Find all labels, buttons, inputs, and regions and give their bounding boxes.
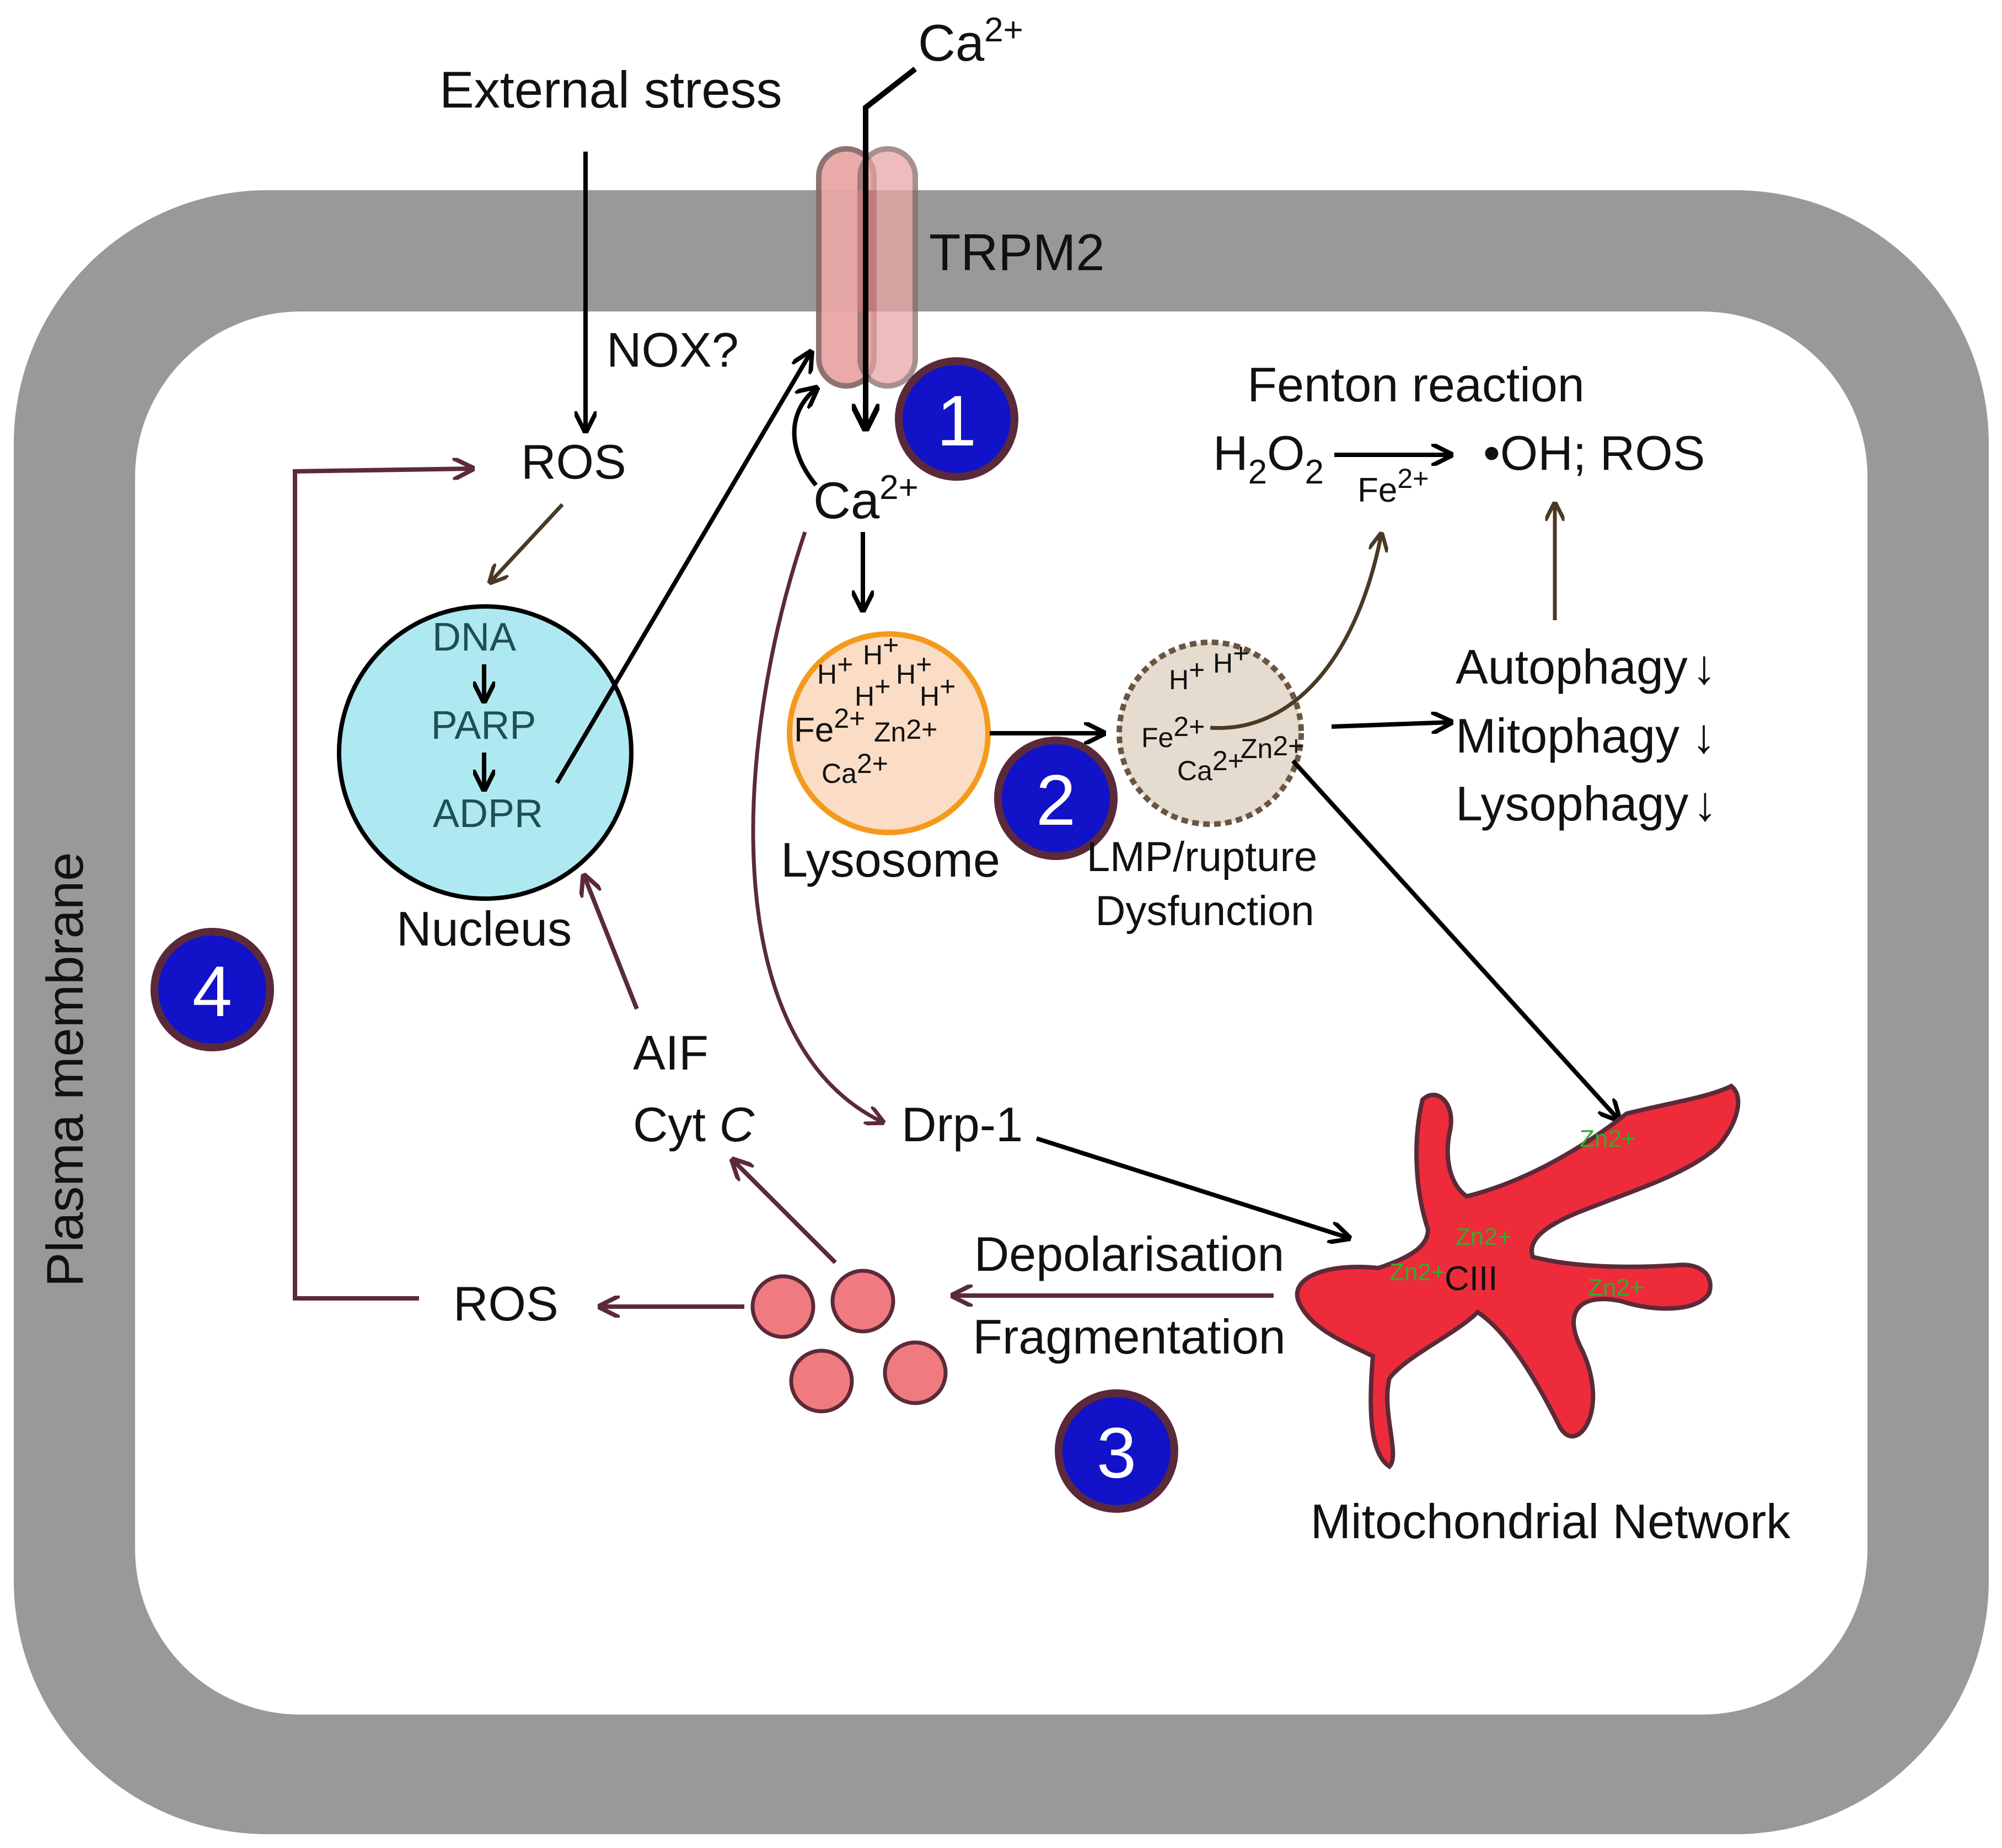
- fe-to-fenton-arrow: [1210, 535, 1381, 730]
- fenton-product-label: •OH; ROS: [1483, 426, 1705, 480]
- ca-inflow-arrow: [866, 67, 917, 427]
- lysosome-label: Lysosome: [781, 832, 1000, 887]
- fragments-to-cytc-arrow: [733, 1161, 837, 1264]
- dysfunction-label: Dysfunction: [1095, 888, 1314, 934]
- svg-text:2: 2: [1036, 760, 1076, 840]
- svg-text:Zn2+: Zn2+: [1241, 730, 1304, 764]
- plasma-membrane-label: Plasma membrane: [36, 852, 94, 1287]
- lysosome-ions: H+ H+ H+ H+ H+ Fe2+ Zn2+ Ca2+: [794, 630, 956, 789]
- mito-network-label: Mitochondrial Network: [1311, 1494, 1791, 1549]
- mitophagy-label: Mitophagy↓: [1456, 708, 1716, 763]
- badge-1: 1: [895, 357, 1018, 481]
- damaged-lysosome: [1117, 640, 1304, 827]
- ros-feedback-loop: [293, 469, 471, 1301]
- ca-extracellular-label: Ca2+: [918, 11, 1023, 72]
- fenton-fe-label: Fe2+: [1357, 463, 1429, 509]
- lysosome: [787, 631, 991, 835]
- depolarisation-label: Depolarisation: [974, 1227, 1285, 1281]
- svg-text:H+: H+: [920, 671, 956, 712]
- ros-to-nucleus-arrow: [491, 503, 564, 582]
- lysophagy-label: Lysophagy↓: [1456, 776, 1717, 831]
- damaged-lysosome-ions: H+ H+ Fe2+ Zn2+ Ca2+: [1141, 638, 1304, 786]
- trpm2-label: TRPM2: [929, 223, 1105, 281]
- drp1-to-mito-arrow: [1035, 1136, 1348, 1238]
- ca-cytosolic-label: Ca2+: [813, 469, 919, 529]
- svg-text:Zn2+: Zn2+: [1588, 1274, 1644, 1301]
- svg-text:H+: H+: [817, 649, 853, 690]
- svg-text:H+: H+: [896, 649, 932, 690]
- ca-feedback-arrow: [792, 389, 816, 487]
- fenton-title: Fenton reaction: [1247, 357, 1585, 412]
- svg-text:Zn2+: Zn2+: [874, 714, 937, 748]
- svg-text:H+: H+: [1169, 654, 1205, 695]
- badge-3: 3: [1055, 1389, 1178, 1513]
- badge-2: 2: [994, 737, 1118, 860]
- mitochondrial-network: [1295, 1083, 1741, 1470]
- svg-text:Ca2+: Ca2+: [822, 748, 888, 789]
- ciii-label: CIII: [1445, 1260, 1498, 1298]
- aif-to-nucleus-arrow: [584, 877, 639, 1010]
- nucleus-parp-label: PARP: [431, 703, 536, 748]
- mito-fragments: [750, 1269, 948, 1414]
- badge-4: 4: [151, 928, 274, 1051]
- nucleus-label: Nucleus: [396, 901, 572, 956]
- phagy-list: Autophagy↓ Mitophagy↓ Lysophagy↓: [1456, 640, 1717, 831]
- external-stress-label: External stress: [439, 61, 782, 119]
- svg-text:Ca2+: Ca2+: [1177, 745, 1244, 786]
- damaged-to-phagy-arrow: [1331, 722, 1450, 727]
- svg-text:Zn2+: Zn2+: [1389, 1259, 1446, 1286]
- zn-to-mito-arrow: [1291, 759, 1618, 1119]
- nucleus-adpr-label: ADPR: [433, 792, 543, 836]
- svg-text:Zn2+: Zn2+: [1456, 1223, 1512, 1250]
- aif-label: AIF: [633, 1025, 709, 1080]
- nucleus-dna-label: DNA: [432, 615, 516, 659]
- svg-text:3: 3: [1097, 1412, 1136, 1493]
- svg-text:Fe2+: Fe2+: [794, 703, 865, 749]
- ca-to-drp1-arrow: [751, 531, 882, 1122]
- svg-text:1: 1: [937, 380, 976, 461]
- svg-text:Zn2+: Zn2+: [1580, 1125, 1636, 1152]
- svg-text:4: 4: [192, 951, 232, 1032]
- ros-top-label: ROS: [521, 434, 626, 489]
- nox-label: NOX?: [606, 323, 739, 377]
- adpr-to-trpm2-arrow: [555, 353, 811, 785]
- svg-text:H+: H+: [863, 630, 899, 670]
- cyt-c-label: Cyt C: [633, 1097, 755, 1152]
- autophagy-label: Autophagy↓: [1456, 640, 1716, 694]
- svg-text:H+: H+: [1213, 638, 1249, 679]
- h2o2-label: H2O2: [1213, 426, 1324, 491]
- svg-text:Fe2+: Fe2+: [1141, 711, 1205, 753]
- drp1-label: Drp-1: [901, 1097, 1023, 1152]
- ros-bottom-label: ROS: [453, 1276, 559, 1331]
- lmp-rupture-label: LMP/rupture: [1087, 834, 1317, 880]
- mito-zinc-labels: Zn2+ Zn2+ Zn2+ Zn2+: [1389, 1125, 1644, 1301]
- fragmentation-label: Fragmentation: [973, 1309, 1285, 1364]
- svg-text:H+: H+: [855, 671, 890, 712]
